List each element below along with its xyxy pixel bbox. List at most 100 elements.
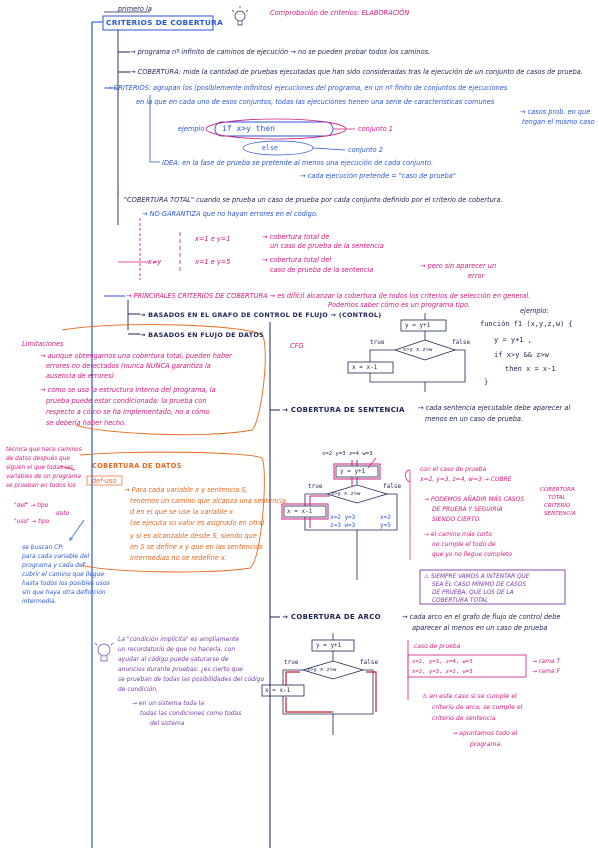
cfg-diagram-2 [283, 460, 398, 580]
arco-note-3: criterio de arco, se cumple el [432, 704, 523, 711]
warn-line-3: DE PRUEBA, QUE LOS DE LA [432, 590, 514, 596]
idea-line: IDEA: en la fase de prueba se pretende a… [162, 159, 434, 167]
fd-ej-5: hasta todos los posibles usos [22, 580, 110, 587]
limitaciones-frame [61, 324, 266, 436]
d3-cond: x>y ∧ z>w [307, 667, 337, 673]
arco-note-5: → apuntamos todo el [452, 730, 518, 737]
limitaciones-title: Limitaciones [22, 340, 64, 348]
basados-flujo: → BASADOS EN EL GRAFO DE CONTROL DE FLUJ… [140, 311, 382, 319]
criterios-line-1: → CRITERIOS: agrupan los (posiblemente i… [106, 84, 508, 92]
fd-side-7: dato [56, 511, 70, 517]
if-text: if x>y then [222, 124, 275, 133]
d2-vals-4: y=5 [380, 522, 391, 529]
d1-true: true [370, 339, 385, 346]
fd-side-8: "uso" → tipo [14, 519, 50, 525]
criterios-side-1: → casos prob. en que [520, 108, 591, 116]
arco-note-1: caso de prueba [414, 643, 461, 650]
sent-note-7: → PODEMOS AÑADIR MÁS CASOS [424, 496, 525, 503]
d2-vals-3: x=2 [380, 514, 391, 521]
principales-line-2: Podemos saber cómo es un programa tipo. [328, 301, 471, 309]
warn-line-2: SEA EL CASO MÍNIMO DE CASOS [432, 582, 527, 588]
code-line-1: función f1 (x,y,z,w) { [480, 320, 573, 328]
arco-cp-1: x=2, y=3, z=4, w=3 [412, 659, 473, 665]
cond-line-8: todas las condiciones como todas [140, 710, 242, 717]
sent-note-10: → el camino más corto [424, 531, 493, 538]
d2-assign: y = y+1 [340, 468, 366, 475]
sent-note-5: CRITERIO [544, 503, 571, 509]
fd-side-1: técnica que hace caminos [6, 447, 82, 453]
sent-note-9: SIENDO CIERTO. [432, 516, 482, 523]
case-2-res-4: error [468, 272, 485, 280]
example-label: ejemplo [178, 125, 205, 133]
sentencia-desc-1: → cada sentencia ejecutable debe aparece… [418, 404, 571, 412]
cobertura-total-line: "COBERTURA TOTAL" cuando se prueba un ca… [124, 196, 503, 204]
header-pre: primero la [118, 5, 152, 13]
intro-line-1: → programa nº infinito de caminos de eje… [130, 48, 431, 56]
fd-ej-7: intermedia. [22, 598, 57, 605]
d2-cond: x>y ∧ z>w [331, 491, 361, 497]
fd-side-3: siguen el que todas las [6, 465, 73, 471]
fd-ej-2: para cada variable del [22, 553, 90, 560]
d1-cond: x>y ∧ z>w [403, 347, 433, 353]
conj2-oval [242, 140, 314, 156]
arco-cp-2-res: → rama F [532, 668, 560, 675]
fd-text-6: en S se define x y que en las sentencias [130, 543, 263, 551]
header-title: Comprobación de criterios: ELABORACIÓN [270, 9, 410, 17]
warn-line-1: ⚠ SIEMPRE VAMOS A INTENTAR QUE [424, 574, 530, 580]
cond-line-1: La "condición implícita" es ampliamente [118, 636, 240, 643]
case-2: x=1 e y=5 [195, 258, 231, 266]
fd-text-1: → Para cada variable x y sentencia S, [124, 486, 248, 494]
sentencia-vals: x=2 y=3 z=4 w=3 [322, 451, 373, 457]
d1-then: x = x-1 [352, 364, 378, 371]
cond-line-9: del sistema [150, 720, 185, 727]
principales-line-1: → PRINCIPALES CRITERIOS DE COBERTURA → e… [126, 292, 531, 300]
cond-line-6: de condición. [118, 686, 159, 693]
arco-note-6: programa. [470, 741, 503, 748]
intro-line-2: → COBERTURA: mide la cantidad de pruebas… [130, 68, 583, 76]
cond-line-7: → en un sistema toda la [132, 700, 204, 707]
code-line-2: y = y+1 , [494, 336, 532, 344]
sent-note-12: que yo no llegue completo [432, 551, 512, 558]
d3-false: false [360, 659, 379, 666]
fd-text-3: d en el que se use la variable x [130, 508, 234, 516]
lim-line-2: errores no detectados (nunca NUNCA garan… [46, 362, 211, 370]
cfg-diagram-1 [347, 313, 466, 392]
fd-side-6: "def" → tipo [14, 503, 49, 509]
criterios-line-2: en la que en cada uno de esos conjuntos,… [136, 98, 495, 106]
arco-desc-1: → cada arco en el grafo de flujo de cont… [402, 613, 561, 621]
code-line-3: if x>y && z>w [494, 351, 549, 359]
sent-note-4: TOTAL [548, 495, 566, 501]
condition-bulb-icon [94, 642, 114, 662]
idea-sub: → cada ejecución pretende = "caso de pru… [300, 172, 456, 180]
arco-desc-2: aparecer al menos en un caso de prueba [412, 624, 548, 632]
fd-side-2: de datos después que [6, 456, 70, 462]
cond-line-3: ayudar al código puede saturarse de [118, 656, 229, 663]
d1-assign: y = y+1 [405, 322, 431, 329]
case-1-res-2: un caso de prueba de la sentencia [270, 242, 384, 250]
code-line-5: } [484, 378, 489, 386]
fd-text-5: y si es alcanzable desde S, siendo que [130, 532, 257, 540]
cond-line-2: un recordatorio de que no hacerla, con [118, 646, 236, 653]
warn-line-4: COBERTURA TOTAL [432, 598, 489, 604]
sent-note-1: con el caso de prueba [420, 466, 487, 473]
code-line-4: then x = x-1 [505, 365, 556, 373]
arco-title: → COBERTURA DE ARCO [282, 613, 381, 621]
lim-line-5: prueba puede estar condicionada: la prue… [46, 397, 207, 405]
case-1-res-1: → cobertura total de [262, 233, 330, 241]
fd-side-5: se prueban en todos los [6, 483, 76, 489]
arco-cp-1-res: → rama T [532, 658, 561, 665]
no-garantiza: → NO GARANTIZA que no hayan errores en e… [142, 210, 318, 218]
d3-assign: y = y+1 [316, 642, 342, 649]
d3-true: true [284, 659, 299, 666]
fd-text-4: (se ejecuta su valor es asignado en otra… [130, 519, 265, 527]
lim-line-6: respecto a cómo se ha implementado, no a… [46, 408, 210, 416]
code-title: ejemplo: [520, 307, 549, 315]
basados-datos: → BASADOS EN FLUJO DE DATOS [140, 331, 265, 339]
sent-note-6: SENTENCIA [544, 511, 576, 517]
sent-note-3: COBERTURA [540, 487, 575, 493]
d2-then: x = x-1 [287, 508, 313, 515]
fd-text-2: tenemos un camino que alcanza una senten… [130, 497, 286, 505]
fd-ej-6: sin que haya otra definición [22, 589, 106, 596]
criterios-side-2: tengan el mismo caso [522, 118, 595, 126]
